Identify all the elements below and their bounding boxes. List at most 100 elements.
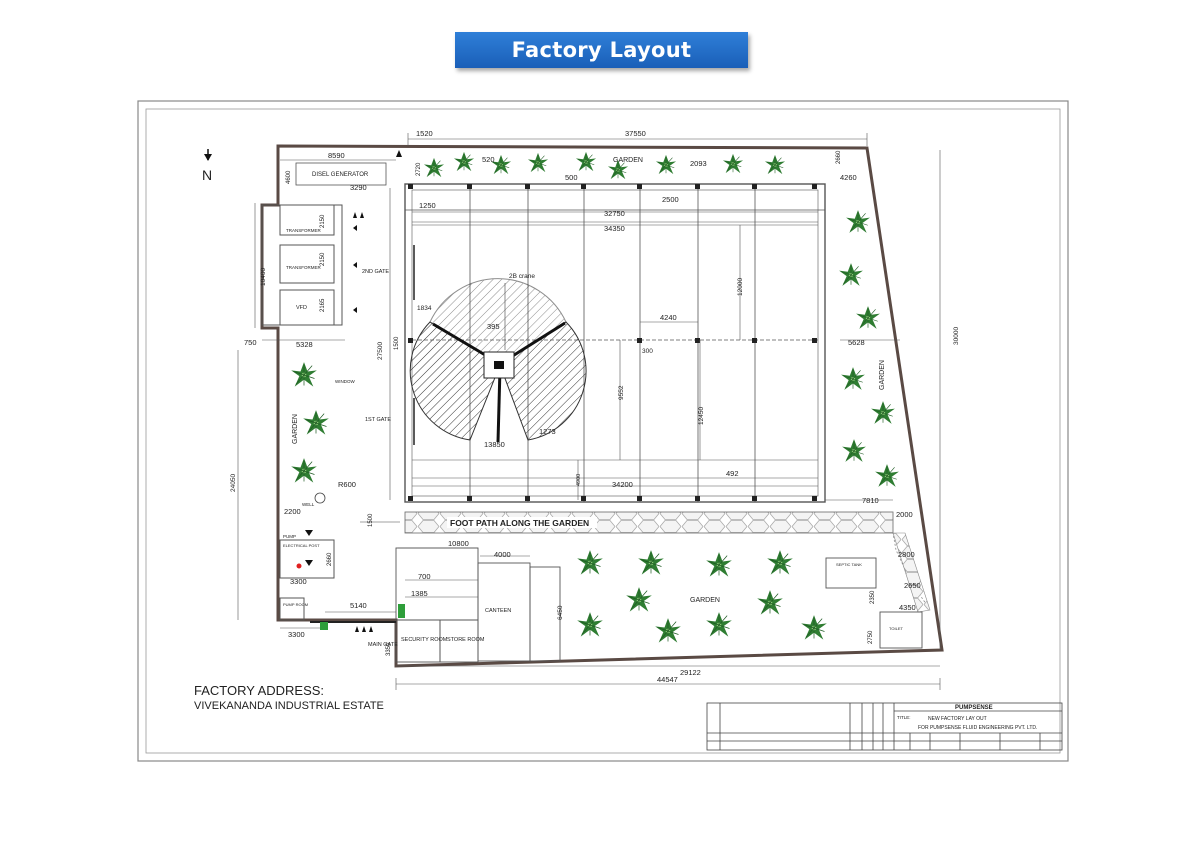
dim-2650: 2650: [904, 581, 921, 590]
dim-7810: 7810: [862, 496, 879, 505]
north-arrow: N: [202, 149, 212, 183]
dim-37550: 37550: [625, 129, 646, 138]
dim-12000: 12000: [737, 278, 744, 296]
dim-1385: 1385: [411, 589, 428, 598]
dim-2660: 2660: [836, 150, 842, 164]
garden-top-label: GARDEN: [613, 157, 643, 164]
dim-10800: 10800: [448, 539, 469, 548]
title-block-title-label: TITLE:: [897, 715, 911, 720]
well-label: WELL: [302, 502, 315, 507]
diesel-generator-label: DISEL GENERATOR: [312, 172, 369, 178]
shed-columns: [408, 184, 817, 501]
dim-5140: 5140: [350, 601, 367, 610]
dim-5328: 5328: [296, 340, 313, 349]
sheet-inner-border: [145, 108, 1061, 754]
dimension-lines: [237, 133, 941, 690]
dim-44547: 44547: [657, 675, 678, 684]
dim-500: 500: [565, 173, 578, 182]
dim-3290: 3290: [350, 183, 367, 192]
dim-30000: 30000: [953, 327, 960, 345]
dim-2750: 2750: [868, 630, 874, 644]
dim-13850: 13850: [484, 440, 505, 449]
electrical-post-marker: [296, 563, 302, 569]
dim-4000: 4000: [494, 550, 511, 559]
pump-label: PUMP: [283, 534, 296, 539]
dim-395: 395: [487, 322, 500, 331]
dim-3300a: 3300: [290, 577, 307, 586]
dim-R600: R600: [338, 480, 356, 489]
septic-tank-label: SEPTIC TANK: [836, 562, 862, 567]
entry-arrows: [305, 150, 402, 632]
dim-2150a: 2150: [320, 214, 326, 228]
dim-2000: 2000: [896, 510, 913, 519]
foot-path-label: FOOT PATH ALONG THE GARDEN: [450, 518, 589, 528]
electrical-post-label: ELECTRICAL POST: [283, 543, 320, 548]
main-gate-marker-right: [398, 604, 405, 618]
title-block-title-line1: NEW FACTORY LAY OUT: [928, 716, 987, 722]
dim-32750: 32750: [604, 209, 625, 218]
factory-address-heading: FACTORY ADDRESS:: [194, 683, 325, 698]
sheet-outer-border: [137, 100, 1069, 762]
dim-2150b: 2150: [320, 252, 326, 266]
crane: [409, 278, 587, 443]
dim-2200: 2200: [284, 507, 301, 516]
dim-2720: 2720: [416, 162, 422, 176]
dim-4350: 4350: [899, 603, 916, 612]
crane-label: 2B crane: [509, 273, 535, 280]
dim-24050: 24050: [230, 474, 237, 492]
dim-2500: 2500: [662, 195, 679, 204]
dimension-labels: 1520 37550 8590 520 500 2093 2660 4260 2…: [230, 129, 960, 684]
dim-4260: 4260: [840, 173, 857, 182]
dim-300: 300: [642, 348, 653, 355]
dim-1500b: 1500: [368, 513, 374, 527]
garden-bottom-label: GARDEN: [690, 597, 720, 604]
dim-2350: 2350: [870, 590, 876, 604]
store-room-label: STORE ROOM: [447, 637, 485, 643]
dim-10400: 10400: [260, 268, 267, 286]
garden-right-label: GARDEN: [879, 360, 886, 390]
dim-4900: 4900: [576, 474, 582, 486]
dim-29122: 29122: [680, 668, 701, 677]
dim-3300b: 3300: [288, 630, 305, 639]
trees: [290, 151, 900, 644]
dim-34350: 34350: [604, 224, 625, 233]
title-block-title-line2: FOR PUMPSENSE FLUID ENGINEERING PVT. LTD…: [918, 725, 1037, 731]
first-gate-label: 1ST GATE: [365, 417, 391, 423]
dim-520: 520: [482, 155, 495, 164]
dim-27500: 27500: [377, 342, 384, 360]
transformer1-label: TRANSFORMER: [286, 228, 322, 233]
north-label: N: [202, 167, 212, 183]
dim-2800: 2800: [898, 550, 915, 559]
dim-4600: 4600: [286, 170, 292, 184]
pump-room-label: PUMP ROOM: [283, 602, 308, 607]
dim-2093: 2093: [690, 159, 707, 168]
title-block: [706, 702, 1063, 751]
second-gate-label: 2ND GATE: [362, 269, 389, 275]
dim-4240: 4240: [660, 313, 677, 322]
toilet-label: TOILET: [889, 626, 903, 631]
main-gate-label: MAIN GATE: [368, 642, 398, 648]
garden-left-label: GARDEN: [292, 414, 299, 444]
canteen-label: CANTEEN: [485, 608, 511, 614]
vfd-label: VFD: [296, 305, 307, 311]
dim-3350: 3350: [386, 642, 392, 656]
dim-1520: 1520: [416, 129, 433, 138]
dim-6450: 6450: [557, 605, 564, 620]
dim-12450: 12450: [698, 407, 705, 425]
dim-2165: 2165: [320, 298, 326, 312]
transformer2-label: TRANSFORMER: [286, 265, 322, 270]
dim-5628: 5628: [848, 338, 865, 347]
dim-1834: 1834: [417, 305, 432, 312]
dim-1273: 1273: [539, 427, 556, 436]
dim-2660b: 2660: [327, 552, 333, 566]
dim-700: 700: [418, 572, 431, 581]
dim-492: 492: [726, 469, 739, 478]
dim-8590: 8590: [328, 151, 345, 160]
security-room-label: SECURITY ROOM: [401, 637, 448, 643]
dim-750: 750: [244, 338, 257, 347]
dim-9552: 9552: [618, 385, 625, 400]
main-gate-marker-left: [320, 622, 328, 630]
dim-1250: 1250: [419, 201, 436, 210]
left-service-outlines: [261, 204, 343, 621]
